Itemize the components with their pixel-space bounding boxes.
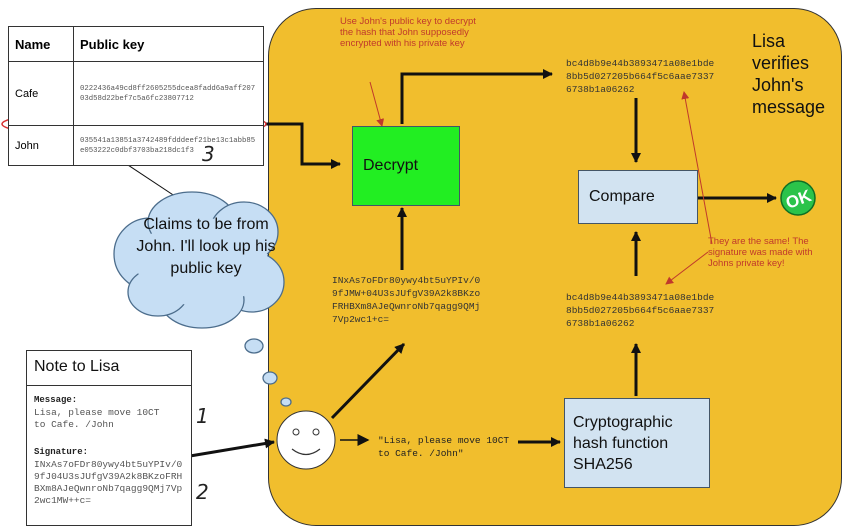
compare-box: Compare [578, 170, 698, 224]
table-header-row: Name Public key [8, 26, 264, 62]
hash-function-box: Cryptographic hash function SHA256 [564, 398, 710, 488]
note-message-text: Lisa, please move 10CT to Cafe. /John [34, 407, 160, 430]
smiley-face-icon [276, 410, 336, 470]
row-key-cafe: 0222436a49cd8ff2605255dcea8fadd6a9aff207… [73, 61, 264, 126]
decrypt-to-hash-arrow [400, 69, 553, 124]
hash-function-label: Cryptographic hash function SHA256 [573, 413, 673, 473]
same-hash-note: They are the same! The signature was mad… [708, 236, 813, 269]
ok-badge-icon: OK [780, 180, 816, 216]
decrypt-box: Decrypt [352, 126, 460, 206]
table-row: John 035541a13851a3742489fdddeef21be13c1… [8, 125, 264, 166]
public-key-table: Name Public key Cafe 0222436a49cd8ff2605… [8, 26, 264, 166]
decrypt-explanation-note: Use John's public key to decrypt the has… [340, 16, 476, 49]
same-note-pointer-bottom [665, 251, 709, 285]
handwritten-number-2: 2 [196, 480, 209, 504]
note-signature-label: Signature: [34, 447, 89, 457]
table-row: Cafe 0222436a49cd8ff2605255dcea8fadd6a9a… [8, 61, 264, 126]
cloud-thought-text: Claims to be from John. I'll look up his… [136, 216, 276, 277]
decrypt-note-pointer [369, 81, 385, 127]
row-key-john: 035541a13851a3742489fdddeef21be13c1abb85… [73, 125, 264, 166]
column-header-public-key: Public key [73, 26, 264, 62]
same-note-pointer-top [681, 91, 713, 245]
note-to-face-arrow [189, 438, 275, 458]
thought-cloud [113, 191, 292, 407]
decrypt-box-label: Decrypt [363, 157, 419, 174]
handwritten-number-3: 3 [202, 142, 215, 166]
compare-box-label: Compare [589, 188, 655, 205]
panel-title: Lisa verifies John's message [752, 31, 826, 117]
message-string: "Lisa, please move 10CT to Cafe. /John" [378, 435, 510, 459]
row-name-cafe: Cafe [8, 61, 74, 126]
key-to-decrypt-arrow [266, 122, 341, 169]
computed-hash-value: bc4d8b9e44b3893471a08e1bde8bb5d027205b66… [566, 292, 715, 329]
note-to-lisa: Note to Lisa Message: Lisa, please move … [26, 350, 192, 526]
note-message-label: Message: [34, 395, 78, 405]
note-divider [27, 385, 191, 386]
row-name-john: John [8, 125, 74, 166]
note-signature-text: INxAs7oFDr80ywy4bt5uYPIv/09fJ04U3sJUfgV3… [34, 459, 183, 506]
note-title: Note to Lisa [34, 358, 120, 375]
column-header-name: Name [8, 26, 74, 62]
decrypted-hash-value: bc4d8b9e44b3893471a08e1bde8bb5d027205b66… [566, 58, 715, 95]
signature-value: INxAs7oFDr80ywy4bt5uYPIv/09fJMW+04U3sJUf… [332, 275, 481, 325]
handwritten-number-1: 1 [196, 404, 209, 428]
face-to-signature-arrow [330, 342, 406, 420]
